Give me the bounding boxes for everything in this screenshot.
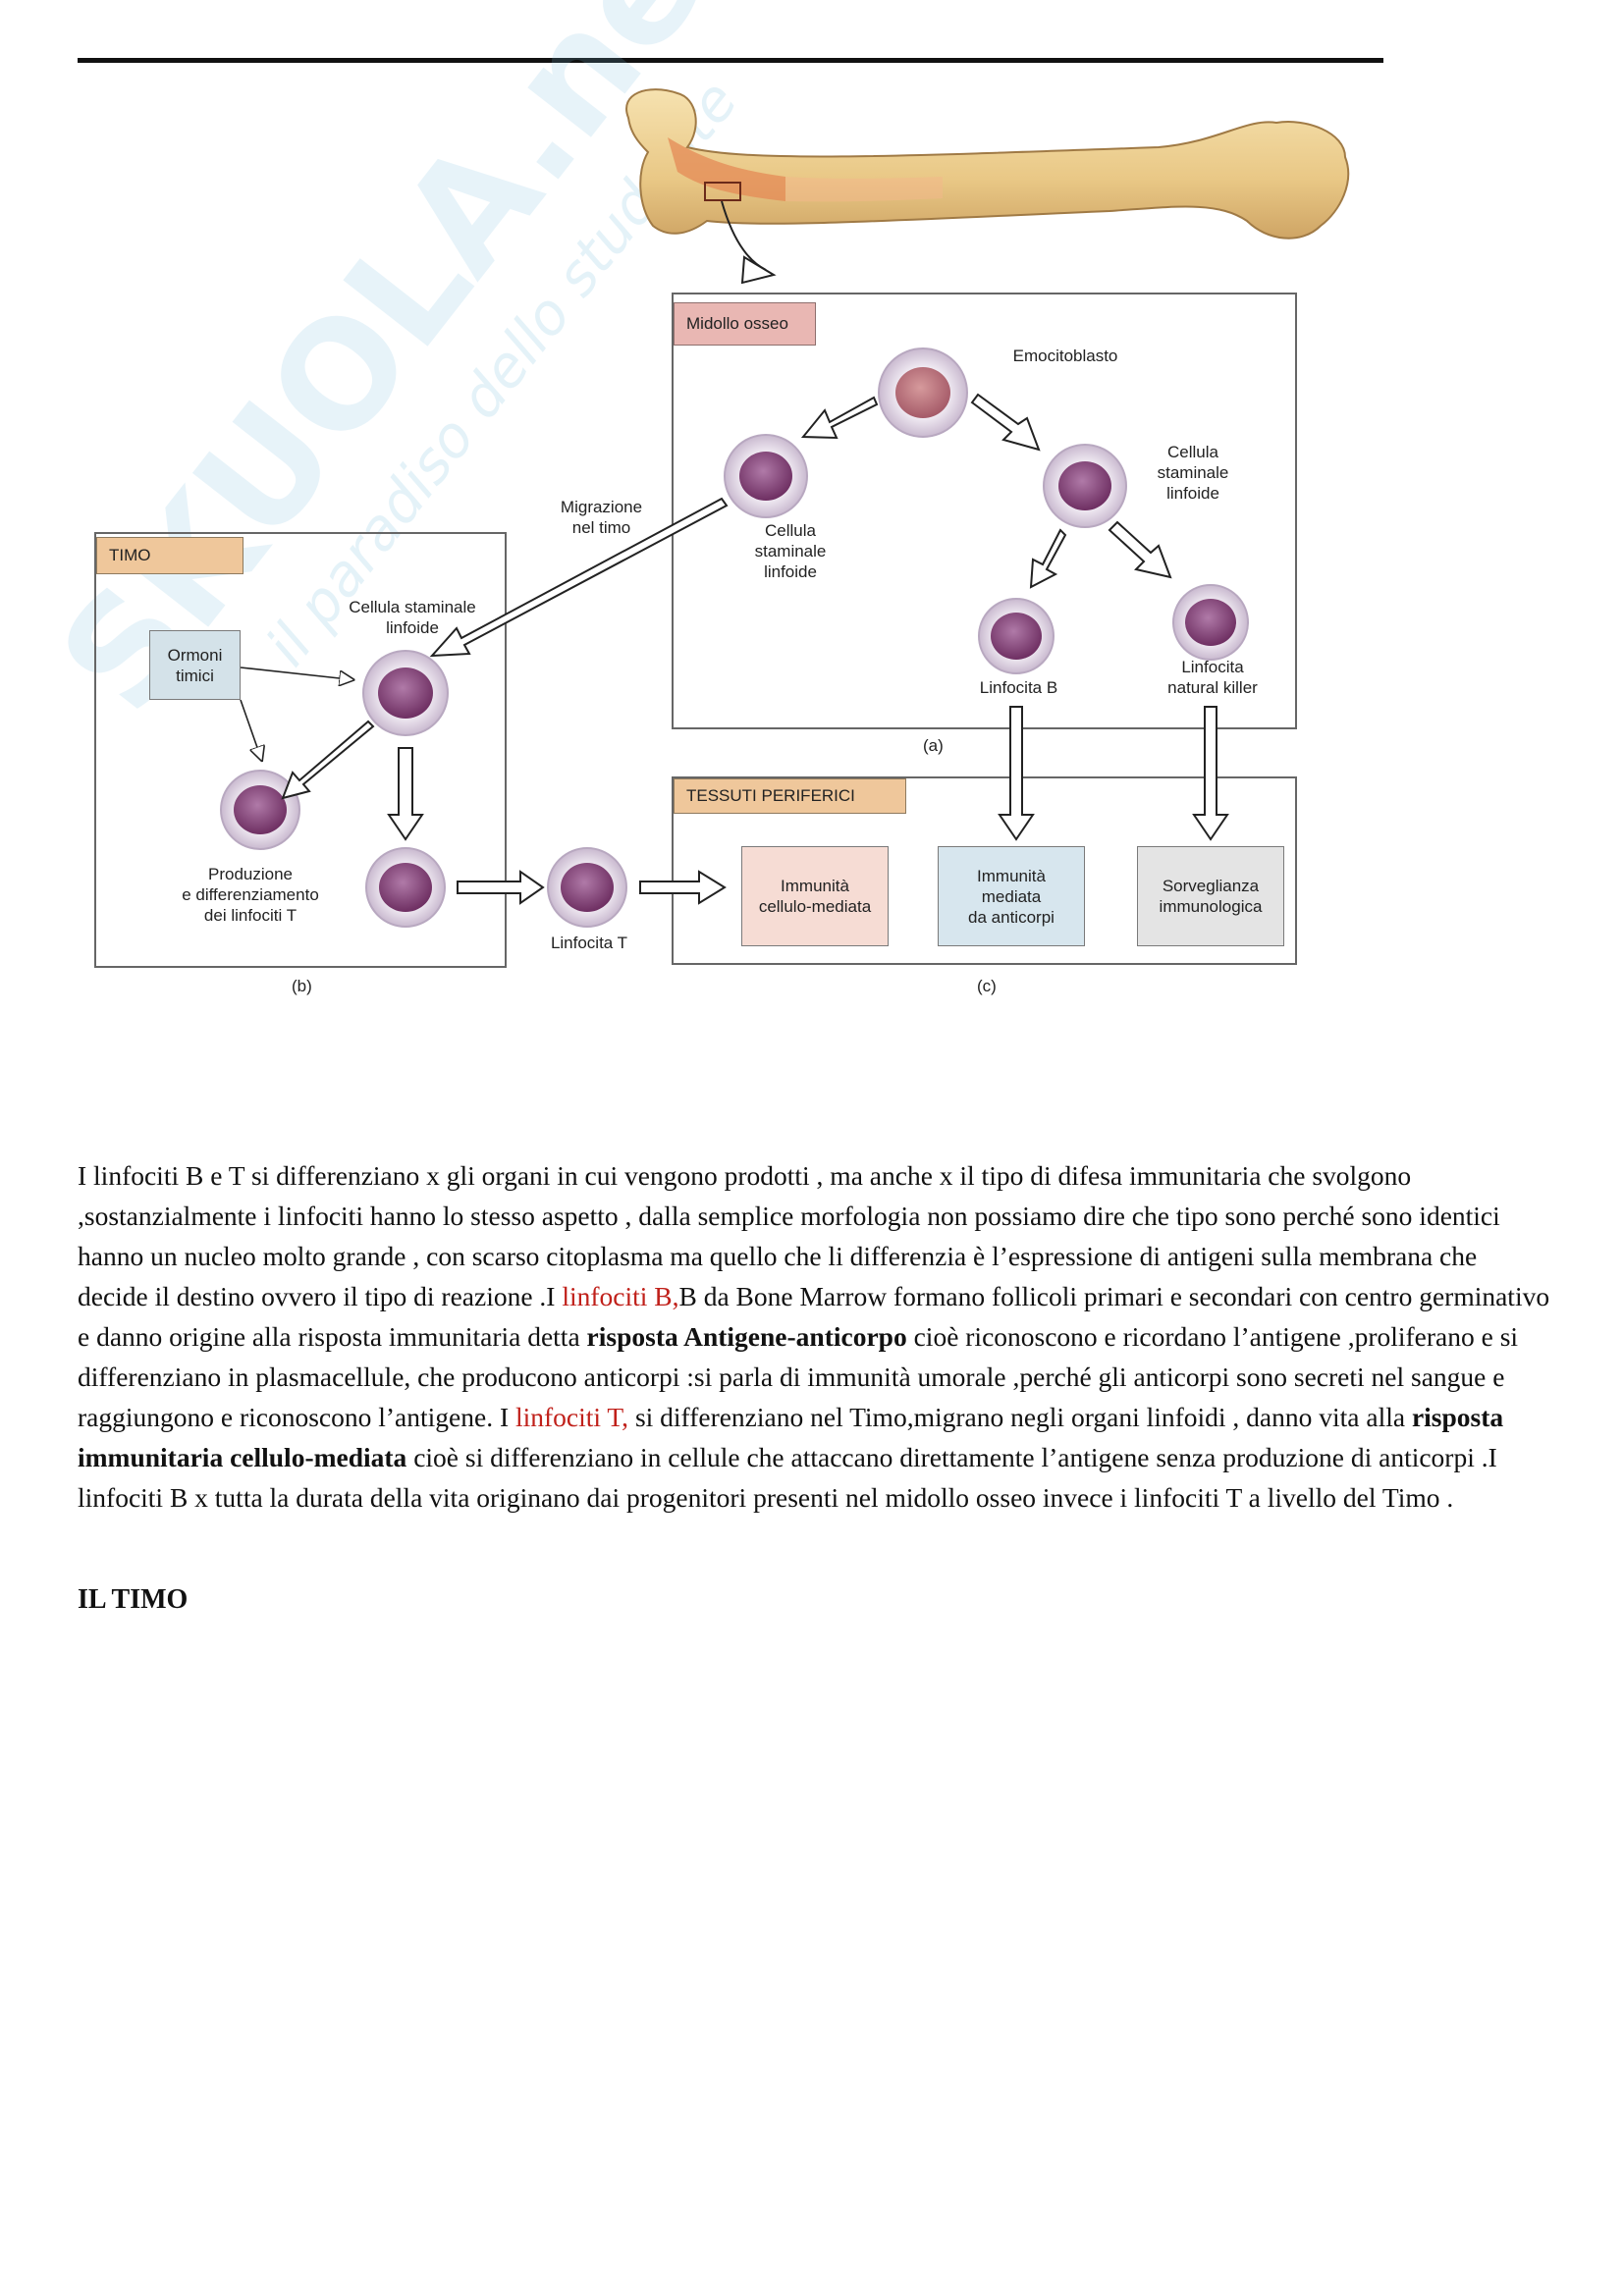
femur-bone — [625, 88, 1350, 240]
cell-timo-staminale — [362, 650, 449, 736]
box-immunita-anticorpi: Immunità mediata da anticorpi — [938, 846, 1085, 946]
body-paragraph: I linfociti B e T si differenziano x gli… — [78, 1155, 1550, 1518]
label-line: linfoide — [1166, 484, 1219, 503]
text-span: si differenziano nel Timo,migrano negli … — [628, 1402, 1412, 1432]
label-line: cellulo-mediata — [758, 897, 872, 916]
label-emocitoblasto: Emocitoblasto — [1012, 347, 1118, 365]
label-staminale-left: Cellula staminale linfoide — [731, 520, 849, 582]
text-span: B da Bone Marrow formano follicoli prima… — [78, 1281, 1550, 1352]
bold-risposta-antigene: risposta Antigene-anticorpo — [586, 1321, 907, 1352]
top-rule — [78, 58, 1383, 63]
cell-timo-differenziamento — [220, 770, 300, 850]
figure-graphics — [94, 88, 1350, 968]
label-produzione: Produzione e differenziamento dei linfoc… — [157, 864, 344, 926]
cell-linfocita-t — [547, 847, 627, 928]
cell-staminale-right — [1043, 444, 1127, 528]
cell-timo-t — [365, 847, 446, 928]
text-span: cioè riconoscono e ricordano l’antigene … — [78, 1321, 1519, 1432]
label-line: mediata — [981, 886, 1042, 906]
label-line: e differenziamento — [182, 885, 319, 904]
panel-a-letter: (a) — [923, 736, 944, 755]
label-line: Immunità — [977, 866, 1046, 885]
label-linfocita-b: Linfocita B — [979, 678, 1058, 697]
label-line: staminale — [1157, 463, 1229, 482]
panel-c-title: TESSUTI PERIFERICI — [674, 778, 906, 814]
panel-c-frame — [672, 776, 1297, 965]
box-immunita-cellulo-mediata: Immunità cellulo-mediata — [741, 846, 889, 946]
bone-arrow-head — [740, 255, 777, 285]
section-heading: IL TIMO — [78, 1584, 189, 1615]
label-timo-staminale: Cellula staminale linfoide — [324, 597, 501, 638]
label-linfocita-t: Linfocita T — [550, 934, 628, 952]
lymphocyte-differentiation-figure: SKUOLA.net il paradiso dello studente — [0, 0, 1623, 1041]
label-line: Produzione — [207, 865, 293, 883]
cell-linfocita-nk — [1172, 584, 1249, 661]
label-line: linfoide — [764, 562, 817, 581]
label-line: Cellula — [1167, 443, 1218, 461]
label-migrazione: Migrazione nel timo — [540, 497, 663, 538]
text-span: cioè si differenziano in cellule che att… — [78, 1442, 1497, 1513]
ormoni-arrow-2 — [240, 699, 260, 756]
label-staminale-right: Cellula staminale linfoide — [1134, 442, 1252, 504]
cell-linfocita-b — [978, 598, 1055, 674]
cell-staminale-left — [724, 434, 808, 518]
label-line: staminale — [754, 542, 827, 561]
panel-a-frame — [672, 293, 1297, 729]
panel-b-title: TIMO — [96, 537, 243, 574]
box-sorveglianza: Sorveglianza immunologica — [1137, 846, 1284, 946]
bold-risposta-cellulo-mediata: risposta immunitaria cellulo-mediata — [78, 1402, 1504, 1472]
panel-b-letter: (b) — [292, 977, 312, 995]
label-line: da anticorpi — [968, 907, 1055, 927]
panel-a-title: Midollo osseo — [674, 302, 816, 346]
label-line: immunologica — [1159, 897, 1263, 916]
cell-emocitoblasto — [878, 347, 968, 438]
label-line: nel timo — [571, 518, 631, 537]
text-span: I linfociti B e T si differenziano x gli… — [78, 1160, 1500, 1311]
highlight-linfociti-t: linfociti T, — [514, 1402, 629, 1432]
panel-c-letter: (c) — [977, 977, 997, 995]
label-line: timici — [176, 666, 214, 685]
label-line: linfoide — [386, 618, 439, 637]
label-line: Cellula staminale — [349, 598, 476, 616]
panel-b-frame — [94, 532, 507, 968]
label-line: Migrazione — [560, 498, 643, 516]
ormoni-arrow-1 — [240, 667, 349, 679]
label-line: Cellula — [765, 521, 816, 540]
label-line: natural killer — [1167, 678, 1258, 697]
flow-arrows — [281, 393, 1229, 905]
label-line: Linfocita — [1181, 658, 1244, 676]
highlight-linfociti-b: linfociti B, — [562, 1281, 679, 1311]
label-line: dei linfociti T — [203, 906, 298, 925]
label-linfocita-nk: Linfocita natural killer — [1139, 657, 1286, 698]
label-line: Sorveglianza — [1162, 877, 1260, 895]
label-line: Immunità — [781, 877, 849, 895]
label-line: Ormoni — [167, 645, 223, 665]
box-ormoni-timici: Ormoni timici — [149, 630, 241, 700]
